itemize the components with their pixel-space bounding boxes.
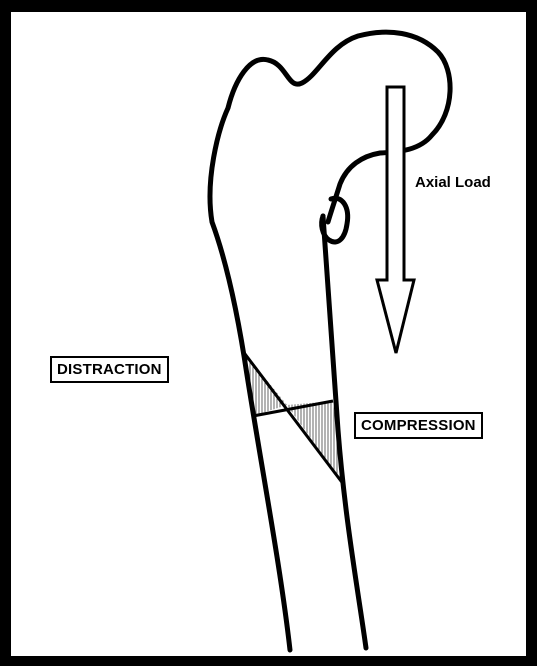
- axial-load-label: Axial Load: [415, 174, 491, 191]
- distraction-label: DISTRACTION: [50, 356, 169, 383]
- compression-label: COMPRESSION: [354, 412, 483, 439]
- axial-load-arrow: [377, 87, 414, 353]
